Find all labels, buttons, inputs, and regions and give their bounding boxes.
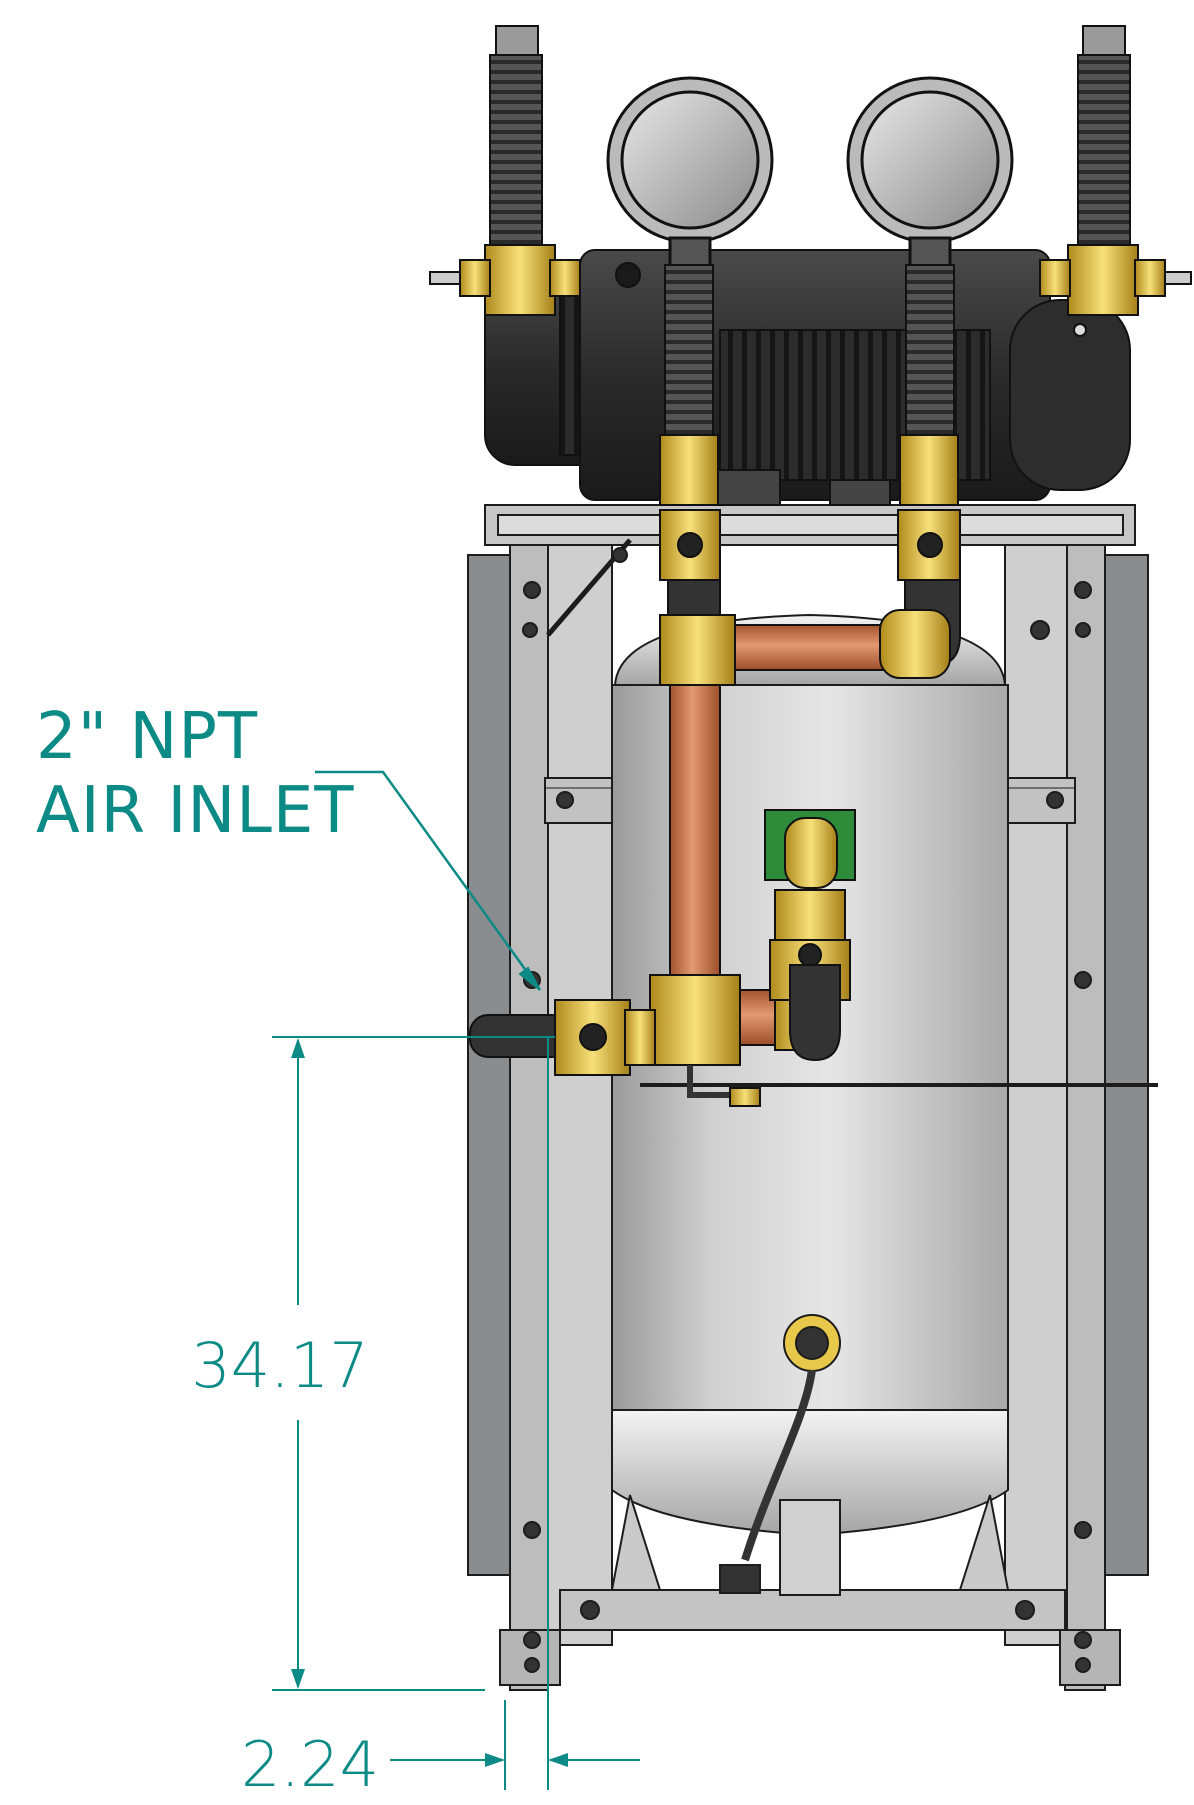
callout-line-2: AIR INLET <box>36 774 355 848</box>
right-cross-fitting <box>1067 244 1139 316</box>
vertical-copper-pipe <box>669 684 721 976</box>
frame <box>467 504 1149 1691</box>
right-discharge-line <box>897 264 961 667</box>
callout-line-1: 2" NPT <box>36 700 259 774</box>
right-intake-hose <box>1077 54 1131 251</box>
lower-cross-fitting <box>649 974 741 1066</box>
base-rail <box>559 1589 1066 1631</box>
drain-valve-body <box>779 1499 841 1596</box>
right-elbow <box>879 609 951 679</box>
dimension-annotations <box>272 770 640 1790</box>
pump-end-cap <box>1009 299 1131 491</box>
horizontal-copper-pipe <box>734 624 886 671</box>
left-upright <box>509 504 549 1691</box>
right-discharge-hose <box>905 264 955 436</box>
inner-right-post <box>1004 514 1068 1646</box>
right-side-panel <box>1099 554 1149 1576</box>
air-inlet-callout: 2" NPT AIR INLET <box>36 700 354 848</box>
drain-hose <box>741 1369 816 1562</box>
air-inlet-fitting <box>469 999 656 1076</box>
left-cross-fitting <box>484 244 556 316</box>
right-upright <box>1064 504 1106 1691</box>
left-intake-hose <box>489 54 543 251</box>
right-gauge <box>846 76 1014 270</box>
manifold <box>649 609 951 1107</box>
left-discharge-line <box>659 264 721 666</box>
offset-dimension-label: 2.24 <box>241 1728 379 1801</box>
left-gauge <box>606 76 774 270</box>
right-intake <box>1039 25 1192 316</box>
left-discharge-hose <box>664 264 714 436</box>
callout-leader <box>315 770 542 991</box>
left-intake <box>429 25 581 316</box>
manifold-tee <box>659 614 736 686</box>
height-dimension-label: 34.17 <box>191 1329 369 1402</box>
inner-left-post <box>547 514 613 1646</box>
motor-pump <box>484 249 1131 506</box>
